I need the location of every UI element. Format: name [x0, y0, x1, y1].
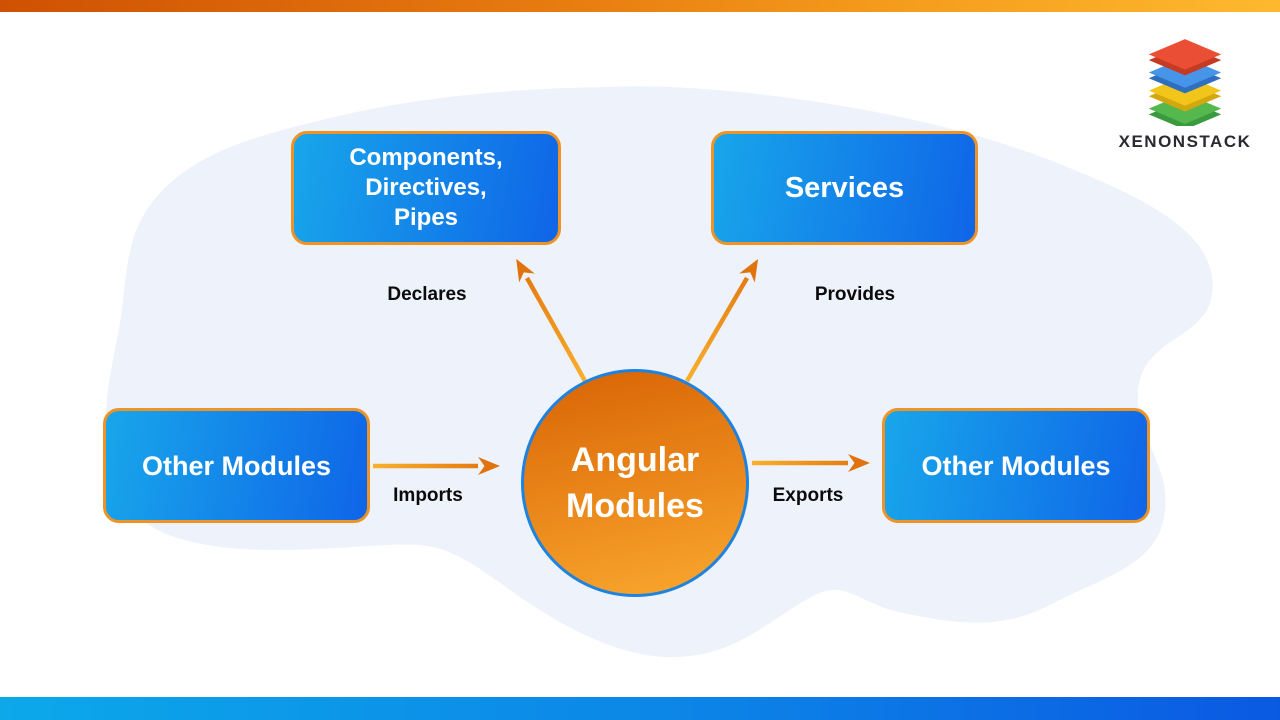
edge-label-declares: Declares — [387, 284, 467, 305]
node-label-line: Services — [784, 172, 905, 204]
node-services: Services — [711, 131, 978, 245]
node-components-directives-pipes: Components, Directives, Pipes — [291, 131, 561, 245]
declares-arrow — [516, 258, 587, 383]
node-other-modules-right: Other Modules — [882, 408, 1150, 523]
xenonstack-wordmark: XENONSTACK — [1118, 132, 1252, 151]
xenonstack-logo-icon — [1148, 39, 1222, 126]
node-label-line: Angular — [570, 441, 700, 479]
node-label-line: Components, — [349, 144, 503, 171]
node-label-line: Other Modules — [141, 450, 331, 481]
node-angular-modules: Angular Modules — [521, 369, 749, 597]
provides-arrow — [685, 258, 759, 383]
xenonstack-logo: XENONSTACK — [1117, 38, 1253, 152]
node-label-line: Other Modules — [921, 450, 1111, 481]
top-accent-bar — [0, 0, 1280, 12]
edge-label-provides: Provides — [814, 284, 896, 305]
bottom-accent-bar — [0, 697, 1280, 720]
node-label-line: Modules — [566, 487, 704, 525]
node-label-line: Directives, — [365, 174, 487, 201]
edge-label-imports: Imports — [393, 485, 463, 506]
logo-layer-red — [1148, 39, 1222, 70]
node-other-modules-left: Other Modules — [103, 408, 370, 523]
edge-label-exports: Exports — [772, 485, 844, 506]
node-label-line: Pipes — [393, 204, 459, 231]
